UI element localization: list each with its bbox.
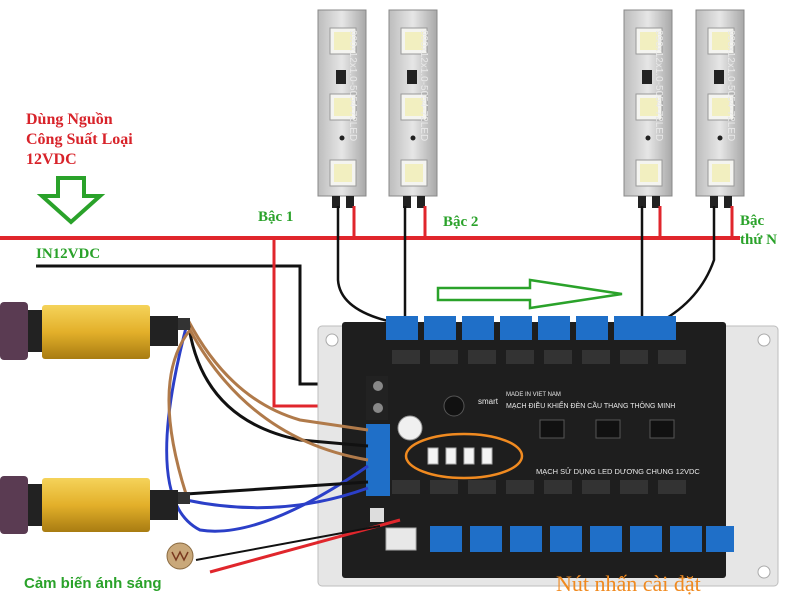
bottom-terminals xyxy=(430,526,734,552)
sensor-input-terminal xyxy=(366,424,390,496)
stepN-label-line2: thứ N xyxy=(740,232,777,248)
step1-label: Bậc 1 xyxy=(258,209,294,225)
top-terminals xyxy=(386,316,676,340)
board-brand: smart xyxy=(478,397,499,406)
setup-buttons[interactable] xyxy=(427,447,493,465)
step2-label: Bậc 2 xyxy=(443,214,479,230)
led-strip-2 xyxy=(388,9,438,208)
led-strip-1-text: 990x12x1.0-5054-72LED xyxy=(347,30,358,141)
light-sensor xyxy=(166,542,194,570)
led-strip-4 xyxy=(695,9,745,208)
right-arrow-icon xyxy=(436,278,623,310)
setup-button-highlight xyxy=(404,432,524,480)
sensor1-brown-wire xyxy=(186,319,369,432)
stepN-label-line1: Bậc xyxy=(740,213,765,229)
board-made-in: MADE IN VIET NAM xyxy=(506,392,561,398)
input-voltage-label: IN12VDC xyxy=(36,246,101,262)
led-strip-2-text: 990x12x1.0-5054-72LED xyxy=(418,30,429,141)
motion-sensor-1 xyxy=(0,302,190,360)
setup-button-label: Nút nhấn cài đặt xyxy=(556,571,701,596)
light-sensor-label: Cảm biến ánh sáng xyxy=(24,575,162,592)
ldr-black-wire xyxy=(195,525,381,561)
led-strip-3 xyxy=(623,9,673,208)
power-supply-label: Dùng Nguồn Công Suất Loại 12VDC xyxy=(26,110,133,170)
board-title: MẠCH ĐIỀU KHIỂN ĐÈN CẦU THANG THÔNG MINH xyxy=(506,400,675,410)
controller-board: MADE IN VIET NAM smart MẠCH ĐIỀU KHIỂN Đ… xyxy=(317,316,779,587)
led-strip-3-text: 990x12x1.0-5054-72LED xyxy=(653,30,664,141)
motion-sensor-2 xyxy=(0,476,190,534)
strip4-black-wire xyxy=(659,206,716,324)
power-label-line2: Công Suất Loại xyxy=(26,131,133,148)
sensor2-brown-wire xyxy=(167,327,369,495)
strip1-black-wire xyxy=(336,206,393,324)
board-subtitle: MẠCH SỬ DỤNG LED DƯƠNG CHUNG 12VDC xyxy=(536,467,700,476)
stepN-label: Bậc thứ N xyxy=(740,212,777,250)
down-arrow-icon xyxy=(36,176,106,225)
led-strip-1 xyxy=(317,9,367,208)
sensor2-black-wire xyxy=(185,480,369,496)
sensor1-black-wire xyxy=(186,319,369,448)
power-label-line1: Dùng Nguồn xyxy=(26,111,113,128)
sensor2-blue-wire xyxy=(185,486,369,510)
led-strip-4-text: 990x12x1.0-5054-72LED xyxy=(725,30,736,141)
power-label-line3: 12VDC xyxy=(26,151,77,168)
